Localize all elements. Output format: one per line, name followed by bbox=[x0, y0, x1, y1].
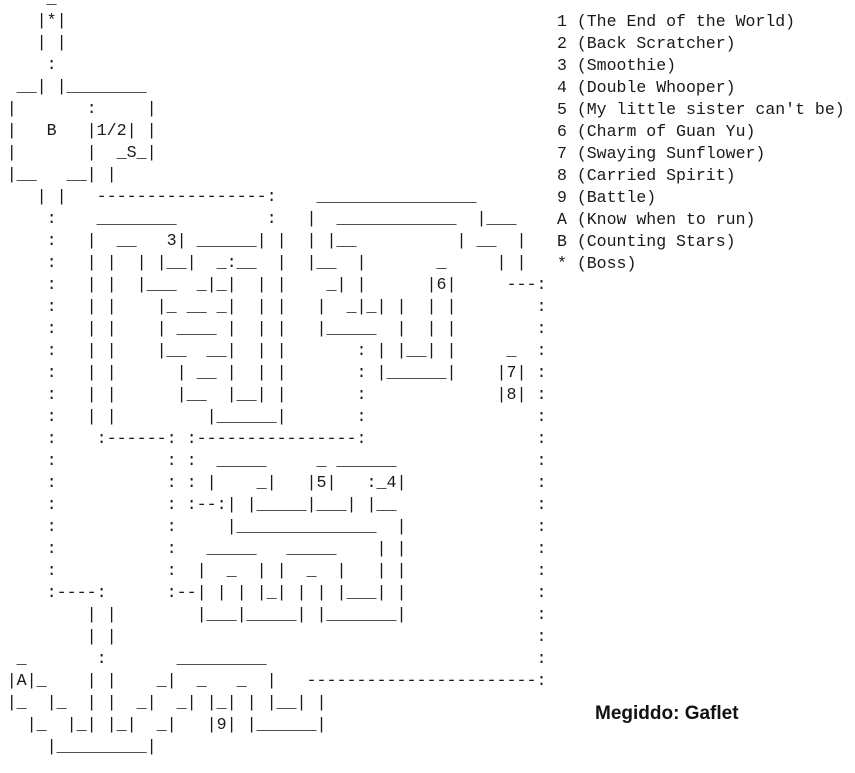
map-row: : : |______________ | : bbox=[6, 518, 547, 537]
legend-item: 8 (Carried Spirit) bbox=[557, 165, 845, 187]
map-row: |_________| bbox=[6, 738, 157, 757]
legend-name: (Back Scratcher) bbox=[576, 34, 736, 53]
map-row: : ________ : | ____________ |___ bbox=[6, 210, 517, 229]
legend-item: 9 (Battle) bbox=[557, 187, 845, 209]
map-row: : | __ 3| ______| | | |__ | __ | bbox=[6, 232, 527, 251]
legend-item: B (Counting Stars) bbox=[557, 231, 845, 253]
map-row: : | | |___ _|_| | | _| | |6| ---: bbox=[6, 276, 547, 295]
map-row: | : | bbox=[6, 100, 157, 119]
map-row: : bbox=[6, 56, 57, 75]
legend-key: 2 bbox=[557, 34, 567, 53]
map-row: |_ |_ | | _| _| |_| | |__| | bbox=[6, 694, 327, 713]
map-row: __| |________ bbox=[6, 78, 147, 97]
map-row: |__ __| | bbox=[6, 166, 117, 185]
map-row: : | | | ____ | | | |_____ | | | : bbox=[6, 320, 547, 339]
map-title: Megiddo: Gaflet bbox=[595, 703, 739, 724]
legend-item: 5 (My little sister can't be) bbox=[557, 99, 845, 121]
legend-key: 4 bbox=[557, 78, 567, 97]
map-row: : | | |_ __ _| | | | _|_| | | | : bbox=[6, 298, 547, 317]
legend-name: (The End of the World) bbox=[576, 12, 796, 31]
ascii-map: _ |*| | | : __| |________ | : | | B |1/2| … bbox=[7, 0, 547, 759]
legend-key: 6 bbox=[557, 122, 567, 141]
map-legend: 1 (The End of the World)2 (Back Scratche… bbox=[557, 11, 845, 275]
legend-name: (Boss) bbox=[576, 254, 637, 273]
legend-item: 4 (Double Whooper) bbox=[557, 77, 845, 99]
legend-key: 7 bbox=[557, 144, 567, 163]
legend-key: 3 bbox=[557, 56, 567, 75]
map-row: |_ |_| |_| _| |9| |______| bbox=[6, 716, 327, 735]
map-row: | | _S_| bbox=[6, 144, 157, 163]
map-row: : | | |__ __| | | : | |__| | _ : bbox=[6, 342, 547, 361]
legend-item: 6 (Charm of Guan Yu) bbox=[557, 121, 845, 143]
legend-item: 2 (Back Scratcher) bbox=[557, 33, 845, 55]
legend-name: (Charm of Guan Yu) bbox=[576, 122, 756, 141]
map-row: : | | | __ | | | : |______| |7| : bbox=[6, 364, 547, 383]
map-row: : : : _____ _ ______ : bbox=[6, 452, 547, 471]
legend-key: B bbox=[557, 232, 567, 251]
legend-name: (Smoothie) bbox=[576, 56, 677, 75]
legend-key: 9 bbox=[557, 188, 567, 207]
map-row: : | | |______| : : bbox=[6, 408, 547, 427]
map-row: |A|_ | | _| _ _ | ----------------------… bbox=[6, 672, 547, 691]
legend-name: (Swaying Sunflower) bbox=[576, 144, 766, 163]
legend-item: * (Boss) bbox=[557, 253, 845, 275]
map-row: | | bbox=[6, 34, 67, 53]
map-row: : : : | _| |5| :_4| : bbox=[6, 474, 547, 493]
legend-name: (Counting Stars) bbox=[576, 232, 736, 251]
legend-item: 1 (The End of the World) bbox=[557, 11, 845, 33]
map-row: |*| bbox=[6, 12, 67, 31]
legend-key: A bbox=[557, 210, 567, 229]
legend-key: * bbox=[557, 254, 567, 273]
legend-item: 7 (Swaying Sunflower) bbox=[557, 143, 845, 165]
map-row: :----: :--| | | |_| | | |___| | : bbox=[6, 584, 547, 603]
map-row: | | |___|_____| |_______| : bbox=[6, 606, 547, 625]
map-row: _ bbox=[7, 0, 547, 11]
map-row: | | : bbox=[6, 628, 547, 647]
legend-item: A (Know when to run) bbox=[557, 209, 845, 231]
legend-key: 1 bbox=[557, 12, 567, 31]
legend-name: (Know when to run) bbox=[576, 210, 756, 229]
map-row: _ : _________ : bbox=[6, 650, 547, 669]
legend-name: (Carried Spirit) bbox=[576, 166, 736, 185]
legend-name: (Battle) bbox=[576, 188, 657, 207]
map-row: | B |1/2| | bbox=[6, 122, 157, 141]
map-row: : : :--:| |_____|___| |__ : bbox=[6, 496, 547, 515]
map-row: : | | | |__| _:__ | |__ | _ | | bbox=[6, 254, 527, 273]
legend-name: (Double Whooper) bbox=[576, 78, 736, 97]
map-row: : :------: :----------------: : bbox=[6, 430, 547, 449]
map-row: | | -----------------: ________________ bbox=[6, 188, 477, 207]
map-row: : | | |__ |__| | : |8| : bbox=[6, 386, 547, 405]
legend-key: 5 bbox=[557, 100, 567, 119]
legend-name: (My little sister can't be) bbox=[576, 100, 845, 119]
map-row: : : | _ | | _ | | | : bbox=[6, 562, 547, 581]
legend-item: 3 (Smoothie) bbox=[557, 55, 845, 77]
legend-key: 8 bbox=[557, 166, 567, 185]
map-row: : : _____ _____ | | : bbox=[6, 540, 547, 559]
